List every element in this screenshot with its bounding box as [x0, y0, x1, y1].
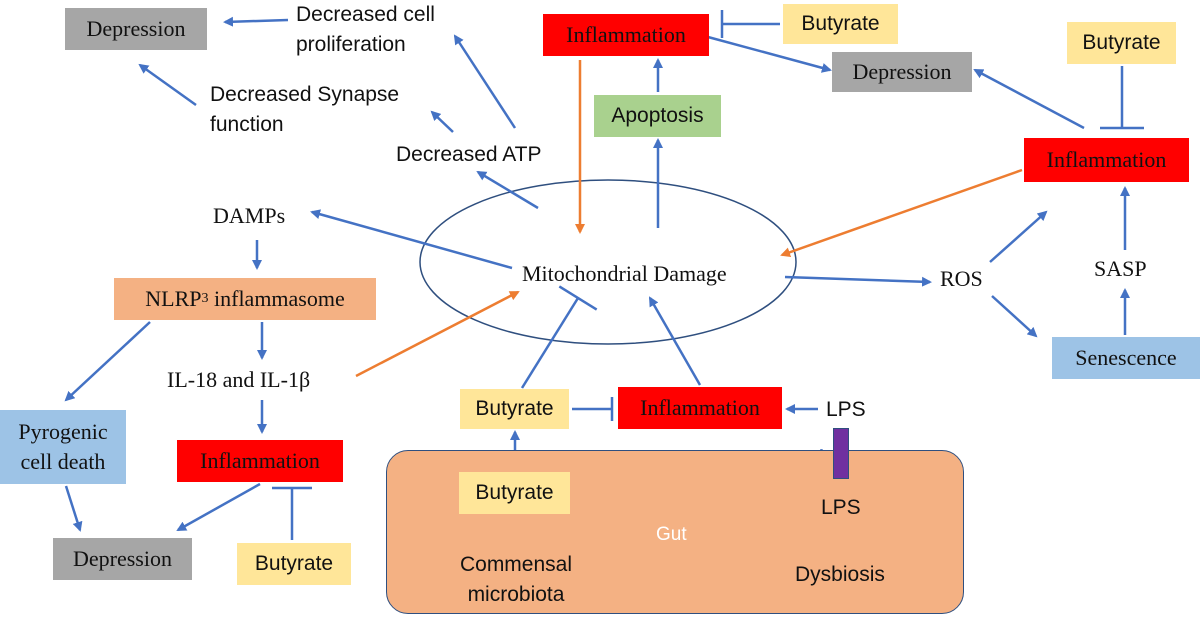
- mitochondria-ellipse: [419, 179, 797, 345]
- senescence: Senescence: [1052, 337, 1200, 379]
- decreased-synapse-function: Decreased Synapse function: [210, 83, 400, 136]
- mitochondrial-damage: Mitochondrial Damage: [522, 261, 727, 286]
- nlrp3-prefix: NLRP: [145, 286, 202, 311]
- arrow-atp-to-proliferation: [453, 34, 517, 129]
- inhibit-butyrate-mid-to-mito: [520, 297, 580, 389]
- inflammation-top: Inflammation: [543, 14, 709, 56]
- arrow-pyrogenic-to-depression: [64, 485, 83, 532]
- inflammation-mid: Inflammation: [618, 387, 782, 429]
- arrow-nlrp3-to-pyrogenic: [64, 321, 151, 402]
- ros: ROS: [940, 266, 983, 291]
- butyrate-right: Butyrate: [1067, 22, 1176, 64]
- arrow-ros-to-inflammation: [989, 210, 1048, 263]
- arrow-synapse-to-depression: [138, 63, 197, 107]
- lps-receptor-bar: [833, 428, 849, 479]
- gut-label: Gut: [656, 524, 687, 545]
- inflammation-right: Inflammation: [1024, 138, 1189, 182]
- arrow-inflammation-right-to-depression: [973, 68, 1085, 130]
- inhibit-butyrate-mid-to-mito-bar: [558, 285, 598, 311]
- nlrp3-suffix: inflammasome: [208, 286, 345, 311]
- commensal-microbiota: Commensal microbiota: [459, 553, 573, 606]
- arrow-mito-to-atp: [476, 170, 539, 210]
- butyrate-top: Butyrate: [783, 4, 898, 44]
- arrow-ros-to-senescence: [991, 295, 1038, 338]
- il18-il1b: IL-18 and IL-1β: [167, 367, 311, 392]
- arrow-il-to-mito: [355, 290, 520, 378]
- arrow-mito-to-damps: [310, 209, 513, 270]
- depression-top-left: Depression: [65, 8, 207, 50]
- arrow-inflammation-left-to-depression: [176, 482, 261, 532]
- arrow-inflammation-top-to-depression: [707, 35, 832, 73]
- lps-gut: LPS: [821, 496, 861, 519]
- decreased-cell-proliferation: Decreased cell proliferation: [296, 3, 435, 56]
- depression-bottom-left: Depression: [53, 538, 192, 580]
- inflammation-left: Inflammation: [177, 440, 343, 482]
- nlrp3-subscript: 3: [201, 291, 209, 306]
- depression-top-right: Depression: [832, 52, 972, 92]
- apoptosis: Apoptosis: [594, 95, 721, 137]
- butyrate-mid: Butyrate: [460, 389, 569, 429]
- decreased-atp: Decreased ATP: [396, 143, 542, 166]
- pyrogenic-cell-death: Pyrogenic cell death: [0, 410, 126, 484]
- arrow-inflammation-mid-to-mito: [648, 296, 702, 386]
- butyrate-bottom-left: Butyrate: [237, 543, 351, 585]
- arrow-atp-to-synapse: [430, 110, 454, 133]
- lps-top: LPS: [826, 398, 866, 421]
- arrow-proliferation-to-depression: [223, 16, 289, 27]
- dysbiosis: Dysbiosis: [795, 563, 885, 586]
- arrow-mito-to-ros: [784, 275, 932, 287]
- butyrate-gut: Butyrate: [459, 472, 570, 514]
- damps: DAMPs: [213, 203, 286, 228]
- arrow-inflammation-right-to-mito: [780, 168, 1023, 258]
- sasp: SASP: [1094, 256, 1147, 281]
